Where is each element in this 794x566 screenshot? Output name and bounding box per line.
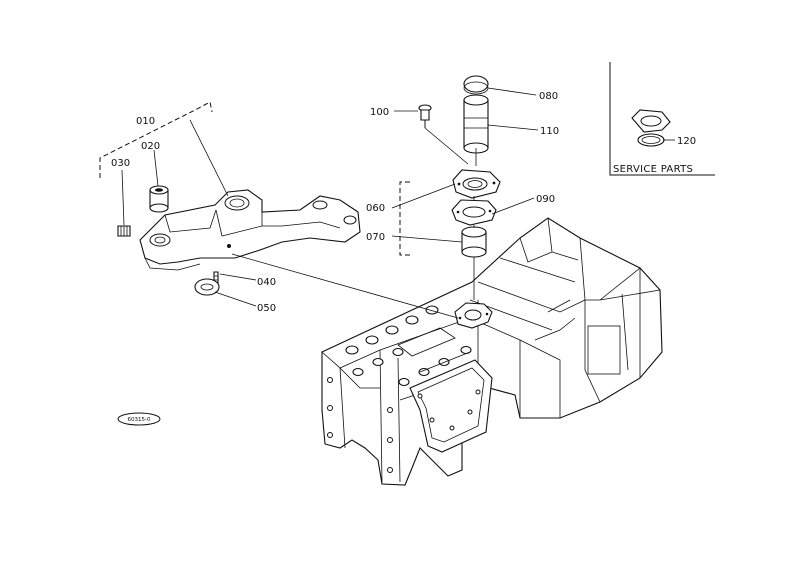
- bushing-020: [149, 185, 169, 213]
- drawing-code-text: 60315-0: [128, 417, 151, 423]
- callout-080: 080: [539, 91, 558, 102]
- callout-060: 060: [366, 203, 385, 214]
- callout-090: 090: [536, 194, 555, 205]
- group-bracket-060: [399, 181, 410, 256]
- callout-040: 040: [257, 277, 276, 288]
- service-part-120: [631, 109, 671, 147]
- drawing-code-stamp: 60315-0: [117, 412, 161, 426]
- callout-020: 020: [141, 141, 160, 152]
- lift-arm: [139, 189, 361, 271]
- gasket-090: [451, 199, 497, 226]
- callout-030: 030: [111, 158, 130, 169]
- plate-050: [194, 278, 220, 296]
- callout-110: 110: [540, 126, 559, 137]
- bushing-070: [461, 226, 487, 258]
- service-parts-label: SERVICE PARTS: [613, 164, 693, 175]
- cap-080: [463, 75, 489, 95]
- service-parts-frame: [609, 62, 715, 176]
- main-housing: [321, 217, 663, 486]
- callout-050: 050: [257, 303, 276, 314]
- callout-070: 070: [366, 232, 385, 243]
- grease-fitting-100: [418, 104, 432, 128]
- callout-120: 120: [677, 136, 696, 147]
- callout-010: 010: [136, 116, 155, 127]
- leader-lines: [121, 87, 675, 319]
- callout-100: 100: [370, 107, 389, 118]
- pin-110: [463, 94, 489, 154]
- flange-060: [452, 169, 501, 199]
- grease-fitting-030: [117, 225, 131, 237]
- group-bracket-010: [99, 101, 213, 178]
